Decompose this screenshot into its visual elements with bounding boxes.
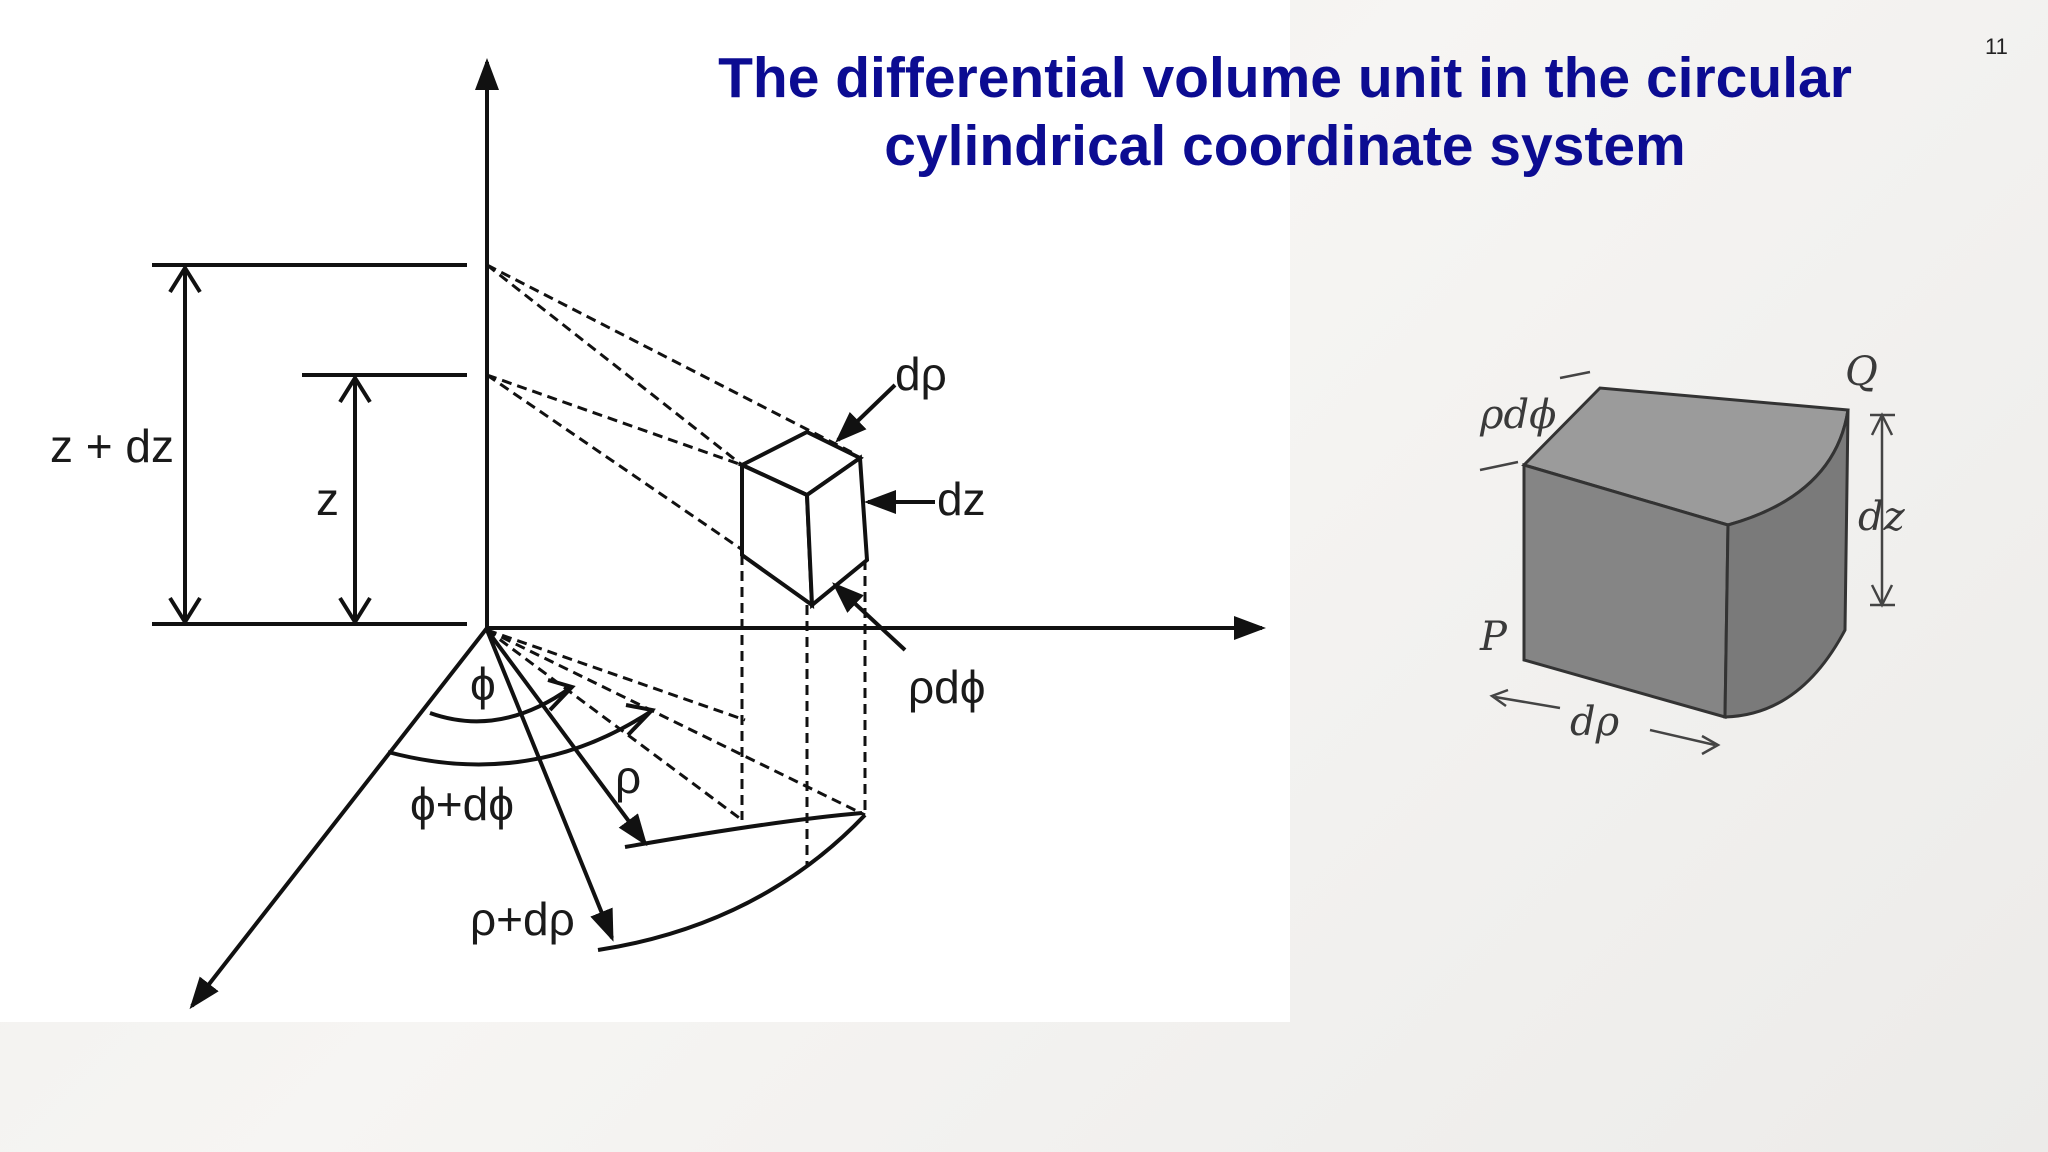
rho-arrow <box>485 628 648 847</box>
label-rho-plus-d-rho: ρ+dρ <box>470 893 575 945</box>
phi-arc <box>429 686 572 724</box>
label-rho-d-phi: ρdϕ <box>908 661 986 713</box>
label-z: z <box>316 473 339 525</box>
volume-block-figure: ρdϕ Q dz P dρ <box>1479 349 1906 756</box>
page-number: 11 <box>1985 34 2008 59</box>
block-label-d-rho: dρ <box>1570 699 1620 745</box>
cylindrical-coordinate-diagram: z + dz z dρ dz ρdϕ ϕ ϕ+dϕ ρ ρ+dρ <box>0 0 1290 1022</box>
label-phi-plus-d-phi: ϕ+dϕ <box>410 778 514 830</box>
block-label-p: P <box>1479 614 1508 660</box>
x-axis <box>189 626 489 1010</box>
block-label-q: Q <box>1845 349 1878 395</box>
slide-title: The differential volume unit in the circ… <box>640 44 1930 180</box>
rho-plus-drho-arrow <box>485 629 614 942</box>
slide-title-line-2: cylindrical coordinate system <box>884 114 1686 178</box>
volume-element-cube <box>737 429 870 610</box>
label-rho: ρ <box>615 751 641 803</box>
block-side-face <box>1723 409 1850 719</box>
label-d-rho: dρ <box>895 348 947 400</box>
label-phi: ϕ <box>470 658 496 710</box>
label-dz: dz <box>937 473 986 525</box>
label-z-plus-dz: z + dz <box>50 420 174 472</box>
block-label-rho-d-phi: ρdϕ <box>1479 392 1556 438</box>
block-label-dz: dz <box>1858 494 1906 540</box>
slide-title-line-1: The differential volume unit in the circ… <box>718 46 1852 110</box>
phi-plus-dphi-arc <box>387 710 652 767</box>
